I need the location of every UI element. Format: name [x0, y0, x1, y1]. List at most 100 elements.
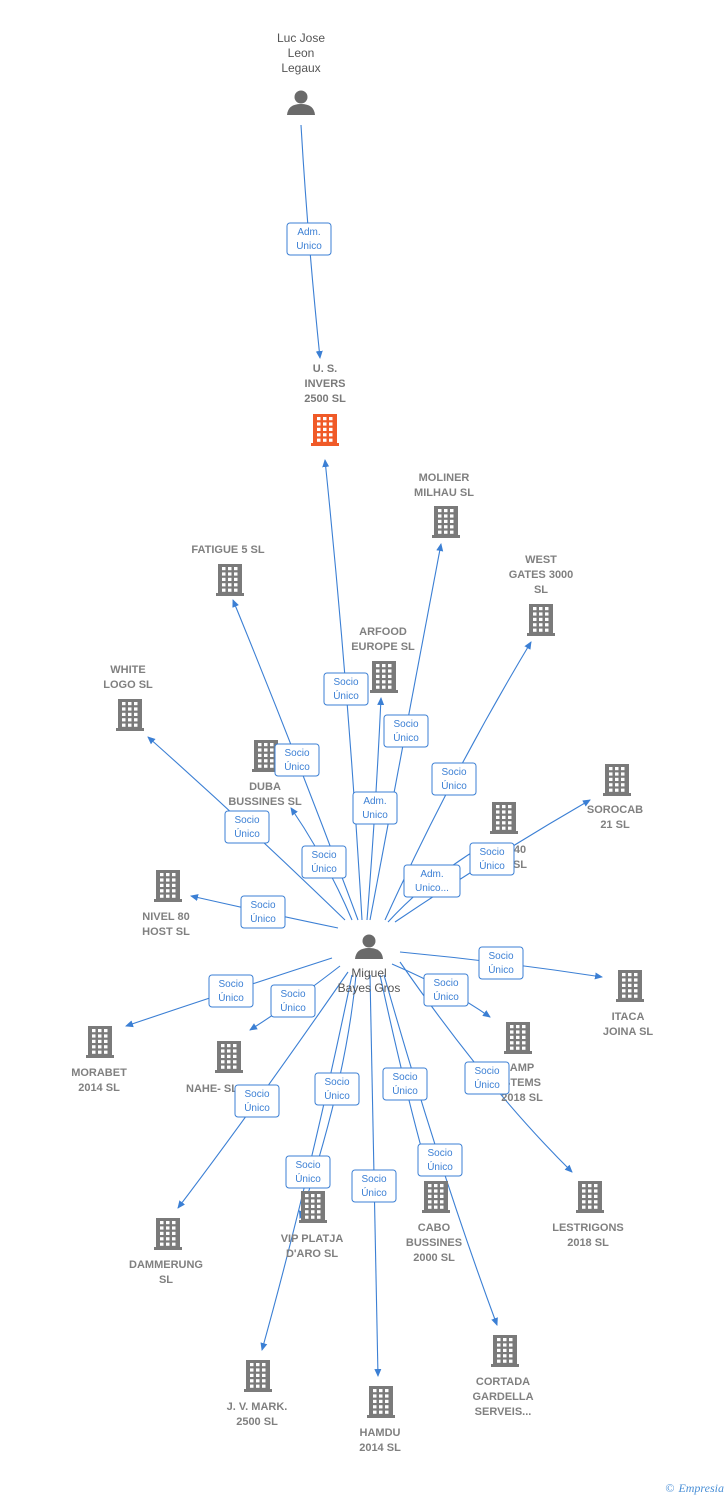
edge-label-text: Unico — [296, 241, 322, 252]
edge-label-text: Único — [393, 731, 419, 744]
edge-label-text: Único — [280, 1001, 306, 1014]
edge-label-box — [234, 1084, 280, 1118]
edge-label-text: Socio — [250, 900, 275, 911]
edge-label-text: Único — [392, 1084, 418, 1097]
edge-label-box — [285, 1155, 331, 1189]
person-name-miguel-line: Bayes Gros — [338, 981, 401, 995]
building-icon-nivel80[interactable] — [154, 870, 182, 902]
building-icon-cabo[interactable] — [422, 1181, 450, 1213]
company-name-jvmark-line: 2500 SL — [236, 1416, 278, 1428]
company-name-jvmark: J. V. MARK.2500 SL — [227, 1401, 288, 1428]
building-icon-moliner[interactable] — [432, 506, 460, 538]
edge-label-miguel-arfood[interactable]: Adm.Unico — [352, 791, 398, 825]
company-name-fatigue: FATIGUE 5 SL — [191, 544, 264, 556]
building-icon-c40[interactable] — [490, 802, 518, 834]
company-name-usinvers-line: U. S. — [313, 363, 337, 375]
company-name-camp-line: STEMS — [503, 1077, 541, 1089]
company-name-nahe: NAHE- SL — [186, 1083, 238, 1095]
edge-label-text: Socio — [244, 1089, 269, 1100]
company-name-whitelogo-line: LOGO SL — [103, 679, 153, 691]
person-icon-luc[interactable] — [287, 90, 315, 116]
building-icon-fatigue[interactable] — [216, 564, 244, 596]
edge-label-text: Adm. — [363, 796, 386, 807]
company-name-fatigue-line: FATIGUE 5 SL — [191, 544, 264, 556]
person-name-luc-line: Leon — [288, 46, 315, 60]
building-icon-hamdu[interactable] — [367, 1386, 395, 1418]
edge-label-text: Único — [250, 912, 276, 925]
edge-label-text: Socio — [392, 1072, 417, 1083]
edge-label-text: Socio — [427, 1148, 452, 1159]
building-icon-usinvers[interactable] — [311, 414, 339, 446]
building-icon-arfood[interactable] — [370, 661, 398, 693]
edge-label-text: Único — [427, 1160, 453, 1173]
company-name-sorocab-line: SOROCAB — [587, 804, 643, 816]
building-icon-cortada[interactable] — [491, 1335, 519, 1367]
person-icon-miguel[interactable] — [355, 934, 383, 960]
building-icon-camp[interactable] — [504, 1022, 532, 1054]
company-name-morabet-line: MORABET — [71, 1067, 127, 1079]
building-icon-vip[interactable] — [299, 1191, 327, 1223]
company-name-nivel80-line: NIVEL 80 — [142, 911, 190, 923]
edge-label-text: Socio — [333, 677, 358, 688]
edge-label-text: Único — [295, 1172, 321, 1185]
building-icon-sorocab[interactable] — [603, 764, 631, 796]
edge-label-miguel-c40[interactable]: Adm.Unico... — [403, 864, 461, 898]
company-name-dammerung-line: SL — [159, 1274, 173, 1286]
edge-label-text: Único — [333, 689, 359, 702]
copyright-symbol: © — [665, 1481, 675, 1495]
edge-label-text: Socio — [474, 1066, 499, 1077]
building-icon-dammerung[interactable] — [154, 1218, 182, 1250]
company-name-hamdu-line: HAMDU — [360, 1427, 401, 1439]
company-name-arfood-line: ARFOOD — [359, 626, 407, 638]
building-icon-morabet[interactable] — [86, 1026, 114, 1058]
edge-label-box — [301, 845, 347, 879]
company-name-arfood-line: EUROPE SL — [351, 641, 415, 653]
building-icon-westgates[interactable] — [527, 604, 555, 636]
edge-label-text: Socio — [479, 847, 504, 858]
building-icon-lestrigons[interactable] — [576, 1181, 604, 1213]
edge-label-text: Único — [218, 991, 244, 1004]
building-icon-itaca[interactable] — [616, 970, 644, 1002]
building-icon-duba[interactable] — [252, 740, 280, 772]
company-name-moliner-line: MOLINER — [419, 472, 470, 484]
building-icon-nahe[interactable] — [215, 1041, 243, 1073]
building-icon-jvmark[interactable] — [244, 1360, 272, 1392]
building-icon-whitelogo[interactable] — [116, 699, 144, 731]
company-name-westgates-line: SL — [534, 584, 548, 596]
company-name-dammerung-line: DAMMERUNG — [129, 1259, 203, 1271]
footer-brand[interactable]: ©Empresia — [665, 1481, 724, 1496]
edge-label-text: Socio — [488, 951, 513, 962]
edge-label-luc-usinvers[interactable]: Adm.Unico — [286, 222, 332, 256]
company-name-nahe-line: NAHE- SL — [186, 1083, 238, 1095]
edge-label-box — [323, 672, 369, 706]
person-name-luc-line: Luc Jose — [277, 31, 325, 45]
company-name-camp-line: 2018 SL — [501, 1092, 543, 1104]
